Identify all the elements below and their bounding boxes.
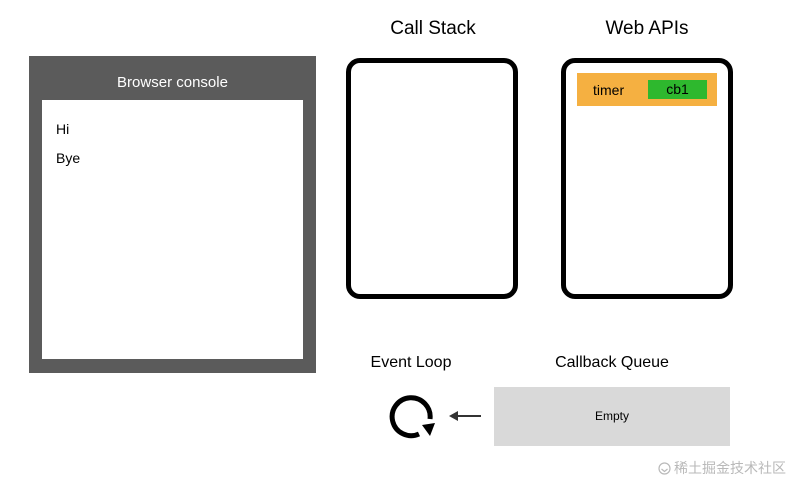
- console-output-line: Bye: [56, 150, 81, 166]
- browser-console-output: Hi Bye: [42, 100, 303, 359]
- event-loop-title: Event Loop: [370, 354, 452, 371]
- call-stack-panel: [346, 58, 518, 299]
- browser-console: Browser console Hi Bye: [29, 56, 316, 373]
- browser-console-title: Browser console: [117, 74, 228, 91]
- call-stack-title: Call Stack: [390, 18, 476, 39]
- callback-queue-status: Empty: [594, 409, 629, 423]
- web-apis-title: Web APIs: [605, 18, 689, 39]
- callback-queue-box: Empty: [494, 387, 730, 446]
- console-output-line: Hi: [56, 121, 70, 137]
- web-apis-panel: timer cb1: [561, 58, 733, 299]
- callback-chip: cb1: [648, 80, 707, 99]
- arrow-left-icon: [449, 411, 481, 421]
- web-api-item-label: timer: [593, 82, 625, 98]
- refresh-cycle-icon: [389, 395, 435, 439]
- watermark-text: 稀土掘金技术社区: [674, 460, 786, 476]
- watermark: 稀土掘金技术社区: [658, 458, 786, 478]
- web-api-item-timer: timer cb1: [577, 73, 717, 106]
- callback-queue-title: Callback Queue: [555, 354, 669, 371]
- juejin-logo-icon: [658, 461, 671, 475]
